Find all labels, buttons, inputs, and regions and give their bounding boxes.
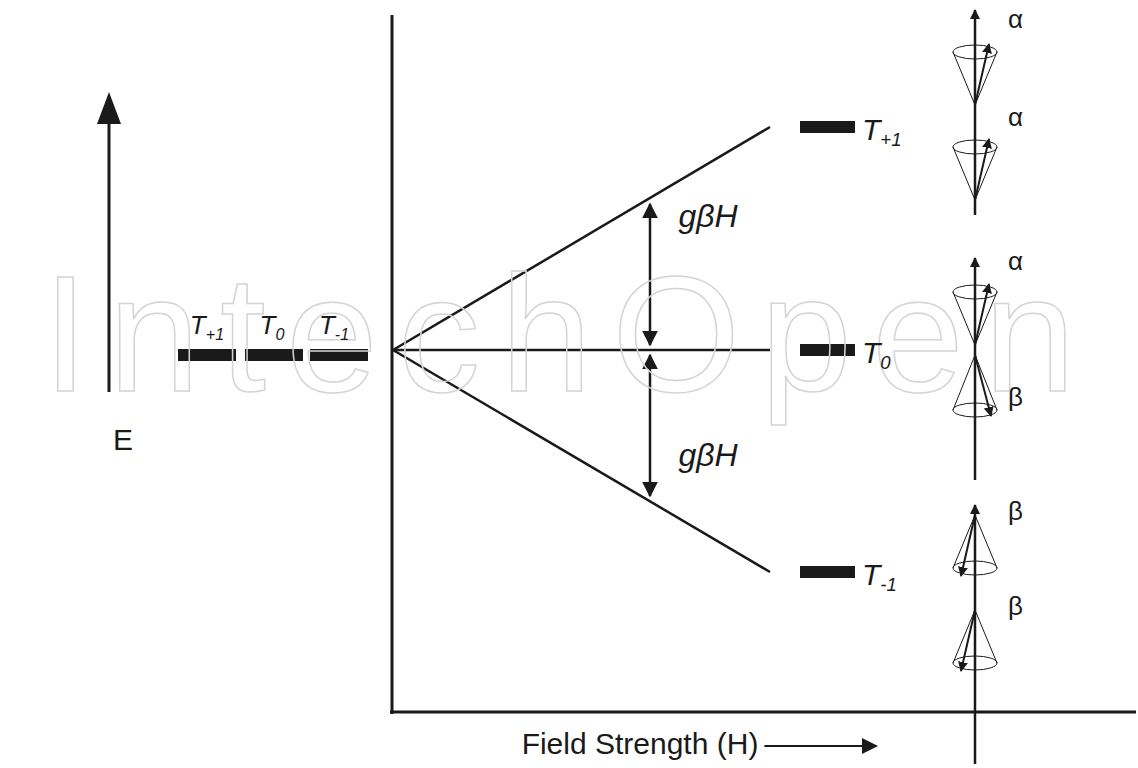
spin-label: β xyxy=(1008,383,1023,413)
energy-level-bar xyxy=(800,566,855,578)
state-label: T0 xyxy=(260,311,285,341)
field-arrow xyxy=(764,745,876,747)
x-axis xyxy=(390,711,1136,714)
state-label: T+1 xyxy=(190,311,224,341)
spin-label: β xyxy=(1008,592,1023,622)
state-label: T-1 xyxy=(319,311,349,341)
spin-cone-group xyxy=(953,505,997,764)
splitting-label: gβH xyxy=(678,198,737,235)
spin-label: α xyxy=(1008,5,1023,35)
spin-cone-group xyxy=(953,10,997,215)
spin-label: β xyxy=(1008,497,1023,527)
state-label: T+1 xyxy=(862,113,902,148)
x-axis-label: Field Strength (H) xyxy=(522,727,759,762)
energy-level-bar xyxy=(800,121,855,133)
state-label: T-1 xyxy=(862,558,897,593)
spin-label: α xyxy=(1008,103,1023,133)
state-label: T0 xyxy=(862,336,891,371)
spin-label: α xyxy=(1008,247,1023,277)
energy-arrowhead xyxy=(97,92,121,124)
energy-axis-label: E xyxy=(113,423,133,458)
splitting-label: gβH xyxy=(678,437,737,474)
